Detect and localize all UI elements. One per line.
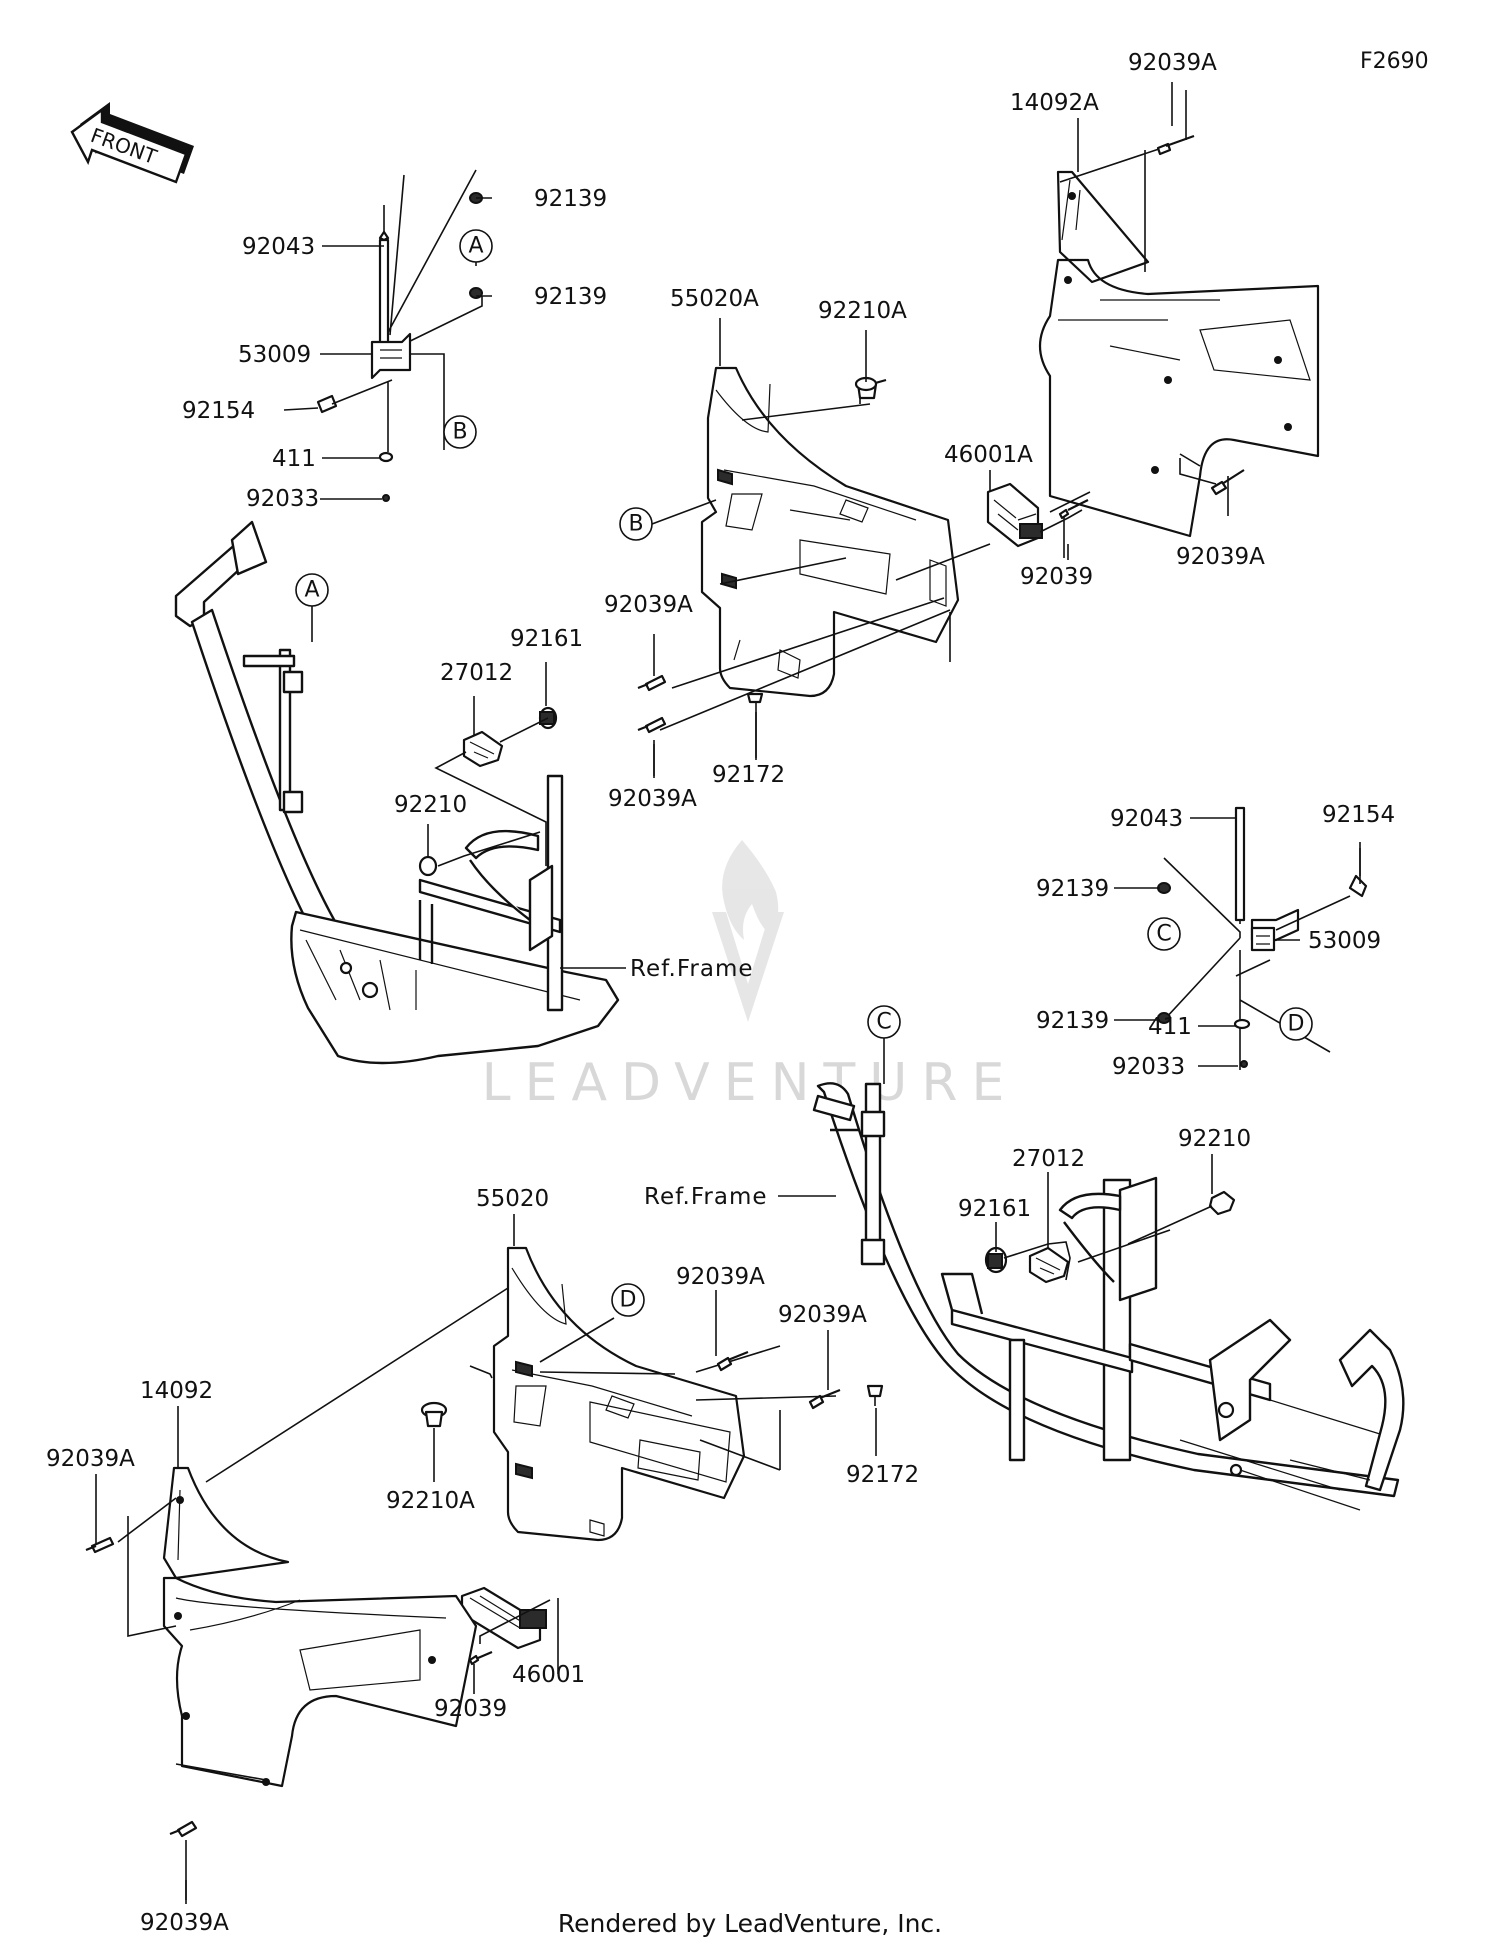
cover-14092A [1039,170,1320,538]
label-92039A-top: 92039A [1128,50,1217,76]
label-92039A-b2: 92039A [778,1302,867,1328]
label-92210-left: 92210 [394,792,467,818]
label-53009-right: 53009 [1308,928,1381,954]
callout-C-hinge: C [1147,917,1181,951]
rivet-92039A-b4 [169,1820,198,1838]
rivet-92039A-top [1156,134,1195,156]
watermark-text: LEADVENTURE [482,1053,1019,1113]
part-labels: 92039A 14092A 92039A 55020A 92210A 46001… [46,50,1395,1936]
hinge-assembly-top-left [316,169,483,502]
rivet-92039-top [1058,499,1089,520]
label-92139-a1: 92139 [534,186,607,212]
door-panel-55020 [492,1246,746,1542]
leader-lines-55020 [205,1287,837,1483]
label-92039A-mid2: 92039A [608,786,697,812]
svg-text:A: A [304,578,319,603]
grommet-92210A-bottom [420,1401,448,1428]
svg-text:D: D [620,1288,637,1313]
label-ref-frame-left: Ref.Frame [630,956,754,982]
door-panel-55020A [700,366,960,698]
label-92039-top: 92039 [1020,564,1093,590]
rivet-92039A-right [1210,469,1245,496]
svg-text:B: B [628,512,643,537]
label-92172-top: 92172 [712,762,785,788]
label-55020A: 55020A [670,286,759,312]
label-92033-left: 92033 [246,486,319,512]
label-92039A-b4: 92039A [140,1910,229,1936]
label-14092: 14092 [140,1378,213,1404]
label-92154-right: 92154 [1322,802,1395,828]
grommet-92210A-top [854,376,887,400]
svg-text:D: D [1288,1012,1305,1037]
hinge-assembly-right [1157,806,1368,1070]
callout-A-frame: A [295,573,329,607]
callout-C-frame: C [867,1005,901,1039]
callout-A-top: A [459,229,493,263]
callout-D-door: D [611,1283,645,1317]
ref-frame-left [174,520,620,1065]
label-92039-bottom: 92039 [434,1696,507,1722]
label-411-left: 411 [272,446,316,472]
rivet-92039A-mid1 [637,674,667,692]
label-92210A-bottom: 92210A [386,1488,475,1514]
leadventure-watermark: LEADVENTURE [482,840,1019,1113]
rivet-92039-bottom [468,1650,493,1666]
label-92210A-top: 92210A [818,298,907,324]
label-92161-right: 92161 [958,1196,1031,1222]
label-92161-left: 92161 [510,626,583,652]
latch-46001A [986,482,1043,548]
footer-credit: Rendered by LeadVenture, Inc. [558,1909,942,1938]
label-92139-c2: 92139 [1036,1008,1109,1034]
label-53009-left: 53009 [238,342,311,368]
leader-lines-14092 [117,1497,267,1781]
label-92139-c1: 92139 [1036,876,1109,902]
screw-92172-top [746,692,764,712]
svg-text:C: C [1156,922,1171,947]
front-direction-arrow-icon: FRONT [70,102,194,184]
label-92039A-right: 92039A [1176,544,1265,570]
svg-text:A: A [468,234,483,259]
label-14092A: 14092A [1010,90,1099,116]
label-411-right: 411 [1148,1014,1192,1040]
label-46001A: 46001A [944,442,1033,468]
rivet-92039A-b1 [716,1350,749,1372]
figure-code: F2690 [1360,49,1429,74]
callout-B-top: B [443,415,477,449]
label-92154-left: 92154 [182,398,255,424]
callout-B-door: B [619,507,653,541]
label-leaders [95,82,1361,1694]
rivet-92039A-b2 [808,1388,841,1410]
rivet-92039A-b3 [85,1536,115,1554]
label-92043-left: 92043 [242,234,315,260]
label-92043-right: 92043 [1110,806,1183,832]
grommet-92210-right [1208,1190,1236,1216]
svg-text:B: B [452,420,467,445]
label-92033-right: 92033 [1112,1054,1185,1080]
rivet-92039A-mid2 [637,716,667,734]
label-92139-a2: 92139 [534,284,607,310]
clip-27012-left [462,730,504,768]
label-55020: 55020 [476,1186,549,1212]
clip-27012-right [1028,1246,1070,1284]
screw-92172-bottom [866,1384,884,1406]
grommet-92210-left [418,855,438,877]
label-92039A-mid1: 92039A [604,592,693,618]
label-ref-frame-right: Ref.Frame [644,1184,768,1210]
label-27012-right: 27012 [1012,1146,1085,1172]
svg-text:C: C [876,1010,891,1035]
ref-frame-right [812,1082,1405,1511]
label-92039A-b3: 92039A [46,1446,135,1472]
label-46001: 46001 [512,1662,585,1688]
label-92210-right: 92210 [1178,1126,1251,1152]
label-92172-bottom: 92172 [846,1462,919,1488]
latch-46001 [460,1586,547,1650]
leader-lines-14092A [1059,145,1201,467]
label-27012-left: 27012 [440,660,513,686]
cover-14092 [162,1466,478,1788]
bushing-92161-right [984,1246,1008,1274]
label-92039A-b1: 92039A [676,1264,765,1290]
callout-D-hinge: D [1279,1007,1313,1041]
